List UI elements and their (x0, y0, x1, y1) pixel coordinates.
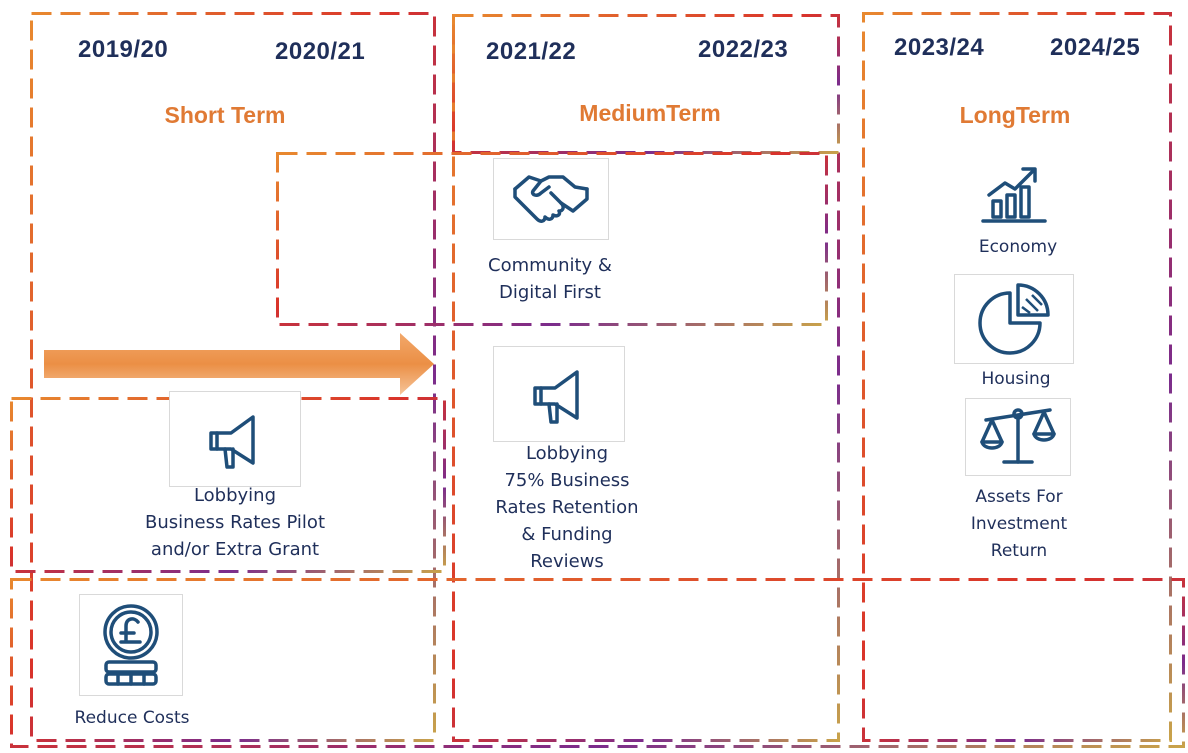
year-2024-25: 2024/25 (1050, 34, 1141, 61)
handshake-icon (493, 158, 609, 240)
long-term-frame (862, 12, 1172, 742)
megaphone-icon-medium (493, 346, 625, 442)
scales-icon (965, 398, 1071, 476)
year-2019-20: 2019/20 (78, 36, 169, 63)
bottom-row-frame (10, 578, 1185, 748)
community-label: Community & Digital First (488, 255, 612, 303)
medium-header-frame (452, 14, 840, 154)
medium-term-title: MediumTerm (579, 100, 721, 126)
community-frame (276, 152, 828, 326)
year-2023-24: 2023/24 (894, 34, 985, 61)
lobbying-medium-label: Lobbying 75% Business Rates Retention & … (495, 443, 639, 572)
progress-arrow (44, 333, 434, 400)
megaphone-icon (169, 391, 301, 487)
year-2021-22: 2021/22 (486, 38, 577, 65)
growth-chart-icon (972, 156, 1056, 230)
housing-label: Housing (981, 369, 1051, 389)
short-term-frame (30, 12, 436, 742)
pie-chart-icon (954, 274, 1074, 364)
reduce-costs-label: Reduce Costs (74, 708, 190, 728)
economy-label: Economy (978, 237, 1058, 257)
assets-label: Assets For Investment Return (970, 487, 1068, 561)
long-term-title: LongTerm (959, 102, 1071, 128)
pound-coins-icon (79, 594, 183, 696)
year-2022-23: 2022/23 (698, 36, 789, 63)
year-2020-21: 2020/21 (275, 38, 366, 65)
short-term-title: Short Term (164, 102, 286, 128)
lobbying-short-label: Lobbying Business Rates Pilot and/or Ext… (145, 485, 325, 560)
